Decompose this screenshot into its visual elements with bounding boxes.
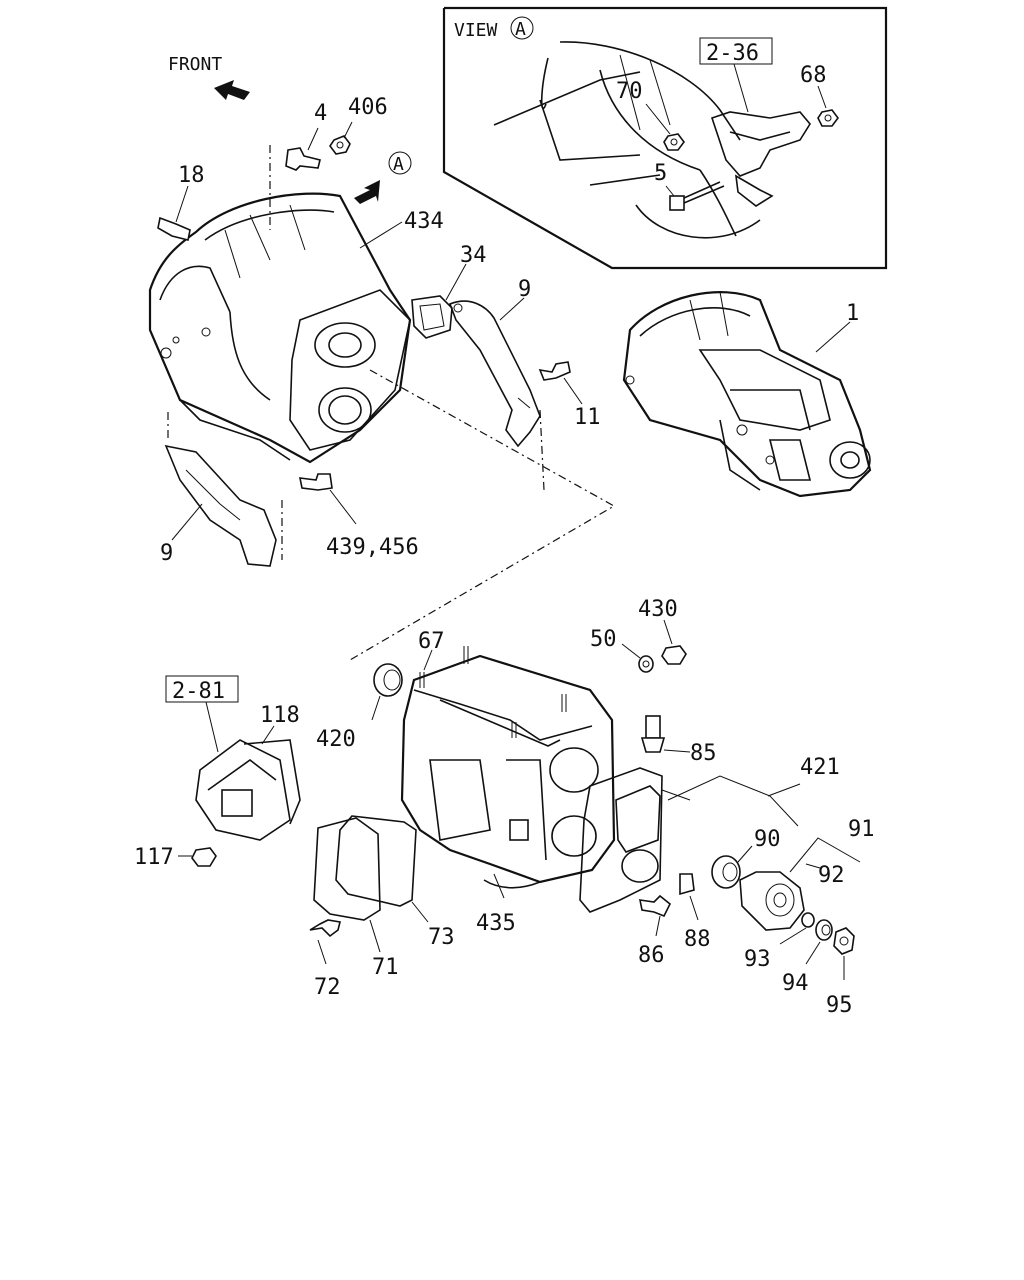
callout-70: 70 [616, 79, 643, 104]
callout-9-top: 9 [518, 277, 531, 302]
inset-bracket [710, 111, 811, 177]
callout-5: 5 [654, 161, 667, 186]
oil-seal-90: 90 [711, 827, 781, 889]
callout-18: 18 [178, 163, 205, 188]
callout-406: 406 [348, 95, 388, 120]
gasket-73 [335, 815, 417, 907]
callout-85: 85 [690, 741, 717, 766]
oring-93-washer-94-nut-95: 93 94 95 [744, 912, 855, 1018]
pto-assembly-2-81: 2-81 118 117 [134, 675, 301, 870]
flange-91-92: 92 91 [739, 817, 875, 931]
ref-2-36: 2-36 [706, 41, 759, 66]
callout-71: 71 [372, 955, 399, 980]
front-indicator: FRONT [168, 54, 250, 100]
ref-2-81: 2-81 [172, 679, 225, 704]
inset-housing-rim [559, 41, 741, 141]
assembly-centerline [349, 369, 616, 661]
view-label: VIEW [454, 20, 498, 41]
callout-94: 94 [782, 971, 809, 996]
callout-68: 68 [800, 63, 827, 88]
callout-34: 34 [460, 243, 487, 268]
callout-67: 67 [418, 629, 445, 654]
rear-cover-421: 421 [579, 755, 840, 913]
callout-434: 434 [404, 209, 444, 234]
side-cover-71-73: 73 71 72 [309, 815, 455, 1000]
callout-93: 93 [744, 947, 771, 972]
callout-88: 88 [684, 927, 711, 952]
callout-95: 95 [826, 993, 853, 1018]
oil-seal-420: 420 [316, 663, 403, 752]
ref-box-2-81 [165, 675, 239, 703]
callout-118: 118 [260, 703, 300, 728]
front-label: FRONT [168, 54, 222, 75]
callout-420: 420 [316, 727, 356, 752]
view-a-direction: A [354, 151, 412, 204]
plug-88: 88 [679, 873, 711, 952]
ref-box-2-36 [699, 37, 773, 65]
bolt-439-456: 439,456 [298, 473, 419, 560]
callout-117: 117 [134, 845, 174, 870]
callout-86: 86 [638, 943, 665, 968]
nut-406: 406 [329, 95, 388, 155]
bolt-11: 11 [538, 361, 601, 430]
bolt-86: 86 [638, 894, 672, 968]
inset-frame [442, 6, 888, 270]
view-marker-main: A [393, 154, 404, 175]
stud-18: 18 [157, 163, 205, 241]
inset-nut-68 [817, 109, 839, 127]
callout-91: 91 [848, 817, 875, 842]
callout-1: 1 [846, 301, 859, 326]
transmission-case-435: 67 435 [400, 629, 616, 936]
callout-73: 73 [428, 925, 455, 950]
callout-50: 50 [590, 627, 617, 652]
view-a-arrow-icon [354, 180, 380, 204]
callout-435: 435 [476, 911, 516, 936]
clutch-housing-434 [148, 145, 412, 464]
bracket-9-bottom: 9 [160, 444, 283, 567]
view-marker-circle [510, 16, 534, 40]
part-34: 34 [411, 243, 487, 339]
callout-72: 72 [314, 975, 341, 1000]
callout-11: 11 [574, 405, 601, 430]
plug-430-washer-50: 50 430 [590, 597, 687, 673]
cover-71 [313, 817, 381, 921]
callout-9-bottom: 9 [160, 541, 173, 566]
view-marker: A [515, 19, 526, 40]
inset-nut-70 [663, 133, 685, 151]
callout-421: 421 [800, 755, 840, 780]
callout-439-456: 439,456 [326, 535, 419, 560]
front-arrow-icon [214, 80, 250, 100]
callout-4: 4 [314, 101, 327, 126]
view-a-inset: VIEW A 2-36 68 70 5 [442, 6, 888, 270]
callout-92: 92 [818, 863, 845, 888]
callout-90: 90 [754, 827, 781, 852]
transmission-assembly-1: 1 [622, 291, 872, 498]
switch-85: 85 [640, 715, 717, 766]
inset-bolt-5-head [669, 195, 685, 211]
callout-430: 430 [638, 597, 678, 622]
bolt-4: 4 [285, 101, 327, 171]
release-fork-9-top: 9 [448, 277, 545, 491]
